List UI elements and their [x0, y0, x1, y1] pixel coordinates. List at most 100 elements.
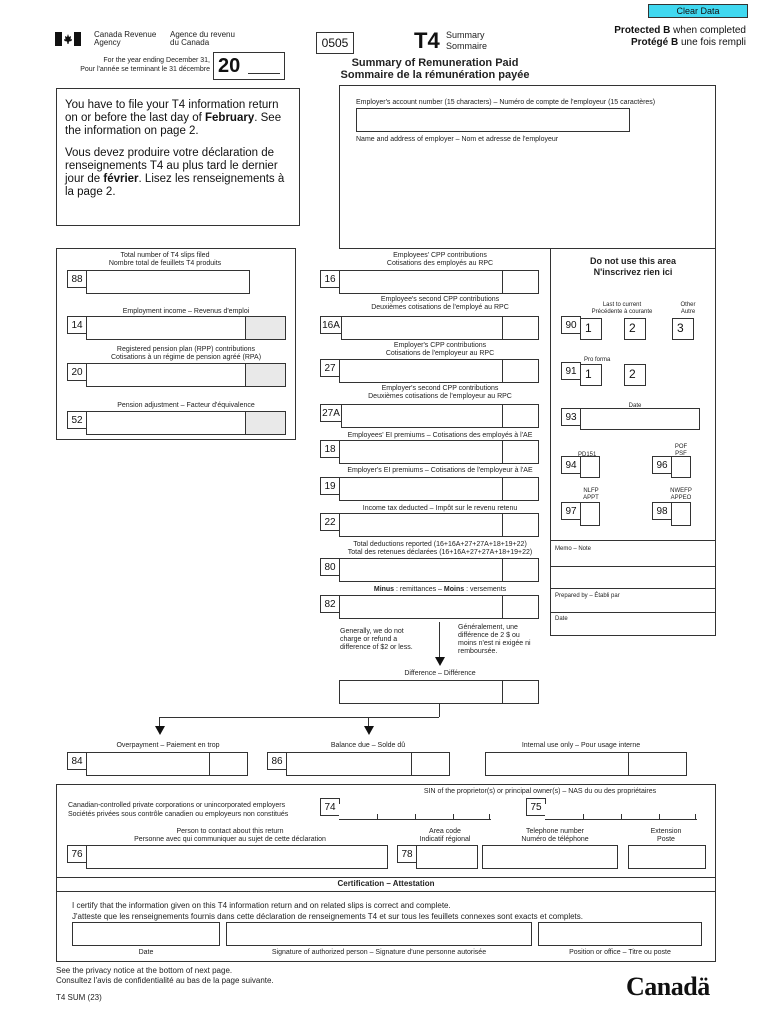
box-90-code: 90 [561, 316, 581, 334]
privacy-notice-en: See the privacy notice at the bottom of … [56, 966, 233, 975]
pd151-label: PD151 [578, 452, 597, 458]
employer-name-label: Name and address of employer – Nom et ad… [356, 136, 559, 143]
box-88-input[interactable] [86, 270, 250, 294]
box-94-input[interactable] [580, 456, 600, 478]
telephone-label: Telephone number Numéro de téléphone [521, 828, 589, 843]
box-18-input[interactable] [339, 440, 539, 464]
internal-use-label: Internal use only – Pour usage interne [521, 742, 641, 749]
box-20-input[interactable] [86, 363, 286, 387]
difference-label: Difference – Différence [404, 670, 476, 677]
box-27-input[interactable] [339, 359, 539, 383]
balance-due-arrow-icon [364, 726, 374, 735]
box-16a-code: 16A [320, 316, 342, 334]
employer-account-label: Employer's account number (15 characters… [356, 99, 656, 106]
box-98-code: 98 [652, 502, 672, 520]
box-75-input[interactable] [545, 804, 697, 820]
contact-person-label: Person to contact about this return Pers… [134, 828, 326, 843]
box-82-label: Minus : remittances – Moins : versements [373, 586, 507, 593]
box-27-code: 27 [320, 359, 340, 377]
box-16-code: 16 [320, 270, 340, 288]
box-86-label: Balance due – Solde dû [330, 742, 406, 749]
box-20-label: Registered pension plan (RPP) contributi… [110, 346, 262, 361]
canada-flag-icon [55, 32, 81, 46]
sin-label: SIN of the proprietor(s) or principal ow… [423, 788, 657, 795]
box-90-option-3[interactable]: 3 [672, 318, 694, 340]
certification-date-input[interactable] [72, 922, 220, 946]
nlfp-label: NLFP APPT [583, 488, 599, 501]
box-94-code: 94 [561, 456, 581, 474]
difference-note-en: Generally, we do not charge or refund a … [340, 628, 413, 651]
form-id: T4 SUM (23) [56, 993, 102, 1002]
box-16a-input[interactable] [341, 316, 539, 340]
do-not-use-date-label: Date [555, 616, 568, 622]
box-74-input[interactable] [339, 804, 491, 820]
position-label: Position or office – Titre ou poste [569, 949, 671, 956]
box-84-input[interactable] [86, 752, 248, 776]
box-75-code: 75 [526, 798, 546, 816]
overpayment-arrow-icon [155, 726, 165, 735]
employer-account-input[interactable] [356, 108, 630, 132]
box-27a-label: Employer's second CPP contributions Deux… [368, 385, 512, 400]
form-kind-en: Summary [446, 30, 485, 40]
box-76-input[interactable] [86, 845, 388, 869]
telephone-input[interactable] [482, 845, 618, 869]
extension-label: Extension Poste [650, 828, 682, 843]
box-91-option-2[interactable]: 2 [624, 364, 646, 386]
difference-arrow-icon [435, 657, 445, 666]
certification-text-en: I certify that the information given on … [72, 901, 451, 910]
area-code-input[interactable] [416, 845, 478, 869]
box-91-option-1[interactable]: 1 [580, 364, 602, 386]
agency-name-en: Canada Revenue Agency [94, 30, 157, 47]
signature-label: Signature of authorized person – Signatu… [271, 949, 487, 956]
box-84-code: 84 [67, 752, 87, 770]
pof-label: POF PSF [674, 444, 688, 457]
box-93-input[interactable] [580, 408, 700, 430]
proforma-label: Pro forma [584, 357, 611, 363]
box-22-input[interactable] [339, 513, 539, 537]
box-98-input[interactable] [671, 502, 691, 526]
clear-data-button[interactable]: Clear Data [648, 4, 748, 18]
box-52-input[interactable] [86, 411, 286, 435]
filing-notice-en: You have to file your T4 information ret… [65, 99, 282, 137]
box-16-input[interactable] [339, 270, 539, 294]
ccpc-label-en: Canadian-controlled private corporations… [68, 802, 286, 809]
box-16-label: Employees' CPP contributions Cotisations… [386, 252, 494, 267]
box-19-label: Employer's EI premiums – Cotisations de … [347, 467, 533, 474]
difference-input[interactable] [339, 680, 539, 704]
box-18-code: 18 [320, 440, 340, 458]
box-90-option-2[interactable]: 2 [624, 318, 646, 340]
certification-title: Certification – Attestation [337, 879, 435, 888]
box-14-input[interactable] [86, 316, 286, 340]
box-78-code: 78 [397, 845, 417, 863]
box-80-input[interactable] [339, 558, 539, 582]
extension-input[interactable] [628, 845, 706, 869]
box-82-input[interactable] [339, 595, 539, 619]
form-kind-fr: Sommaire [446, 41, 488, 51]
box-22-label: Income tax deducted – Impôt sur le reven… [362, 505, 518, 512]
agency-name-fr: Agence du revenu du Canada [170, 30, 235, 47]
box-93-code: 93 [561, 408, 581, 426]
prepared-by-label: Prepared by – Établi par [555, 593, 620, 599]
do-not-use-area [550, 248, 716, 636]
box-80-label: Total deductions reported (16+16A+27+27A… [347, 541, 533, 556]
box-27a-input[interactable] [341, 404, 539, 428]
box-86-input[interactable] [286, 752, 450, 776]
box-91-code: 91 [561, 362, 581, 380]
box-84-label: Overpayment – Paiement en trop [116, 742, 220, 749]
area-code-label: Area code Indicatif régional [419, 828, 471, 843]
box-96-input[interactable] [671, 456, 691, 478]
box-82-code: 82 [320, 595, 340, 613]
box-19-input[interactable] [339, 477, 539, 501]
year-box[interactable]: 20 [213, 52, 285, 80]
box-90-option-1[interactable]: 1 [580, 318, 602, 340]
signature-input[interactable] [226, 922, 532, 946]
box-80-code: 80 [320, 558, 340, 576]
filing-notice-fr: Vous devez produire votre déclaration de… [65, 147, 285, 198]
box-14-code: 14 [67, 316, 87, 334]
memo-label: Memo – Note [555, 546, 592, 552]
do-not-use-title-en: Do not use this area [589, 256, 677, 266]
box-20-code: 20 [67, 363, 87, 381]
do-not-use-title-fr: N'inscrivez rien ici [593, 267, 673, 277]
box-97-input[interactable] [580, 502, 600, 526]
position-input[interactable] [538, 922, 702, 946]
